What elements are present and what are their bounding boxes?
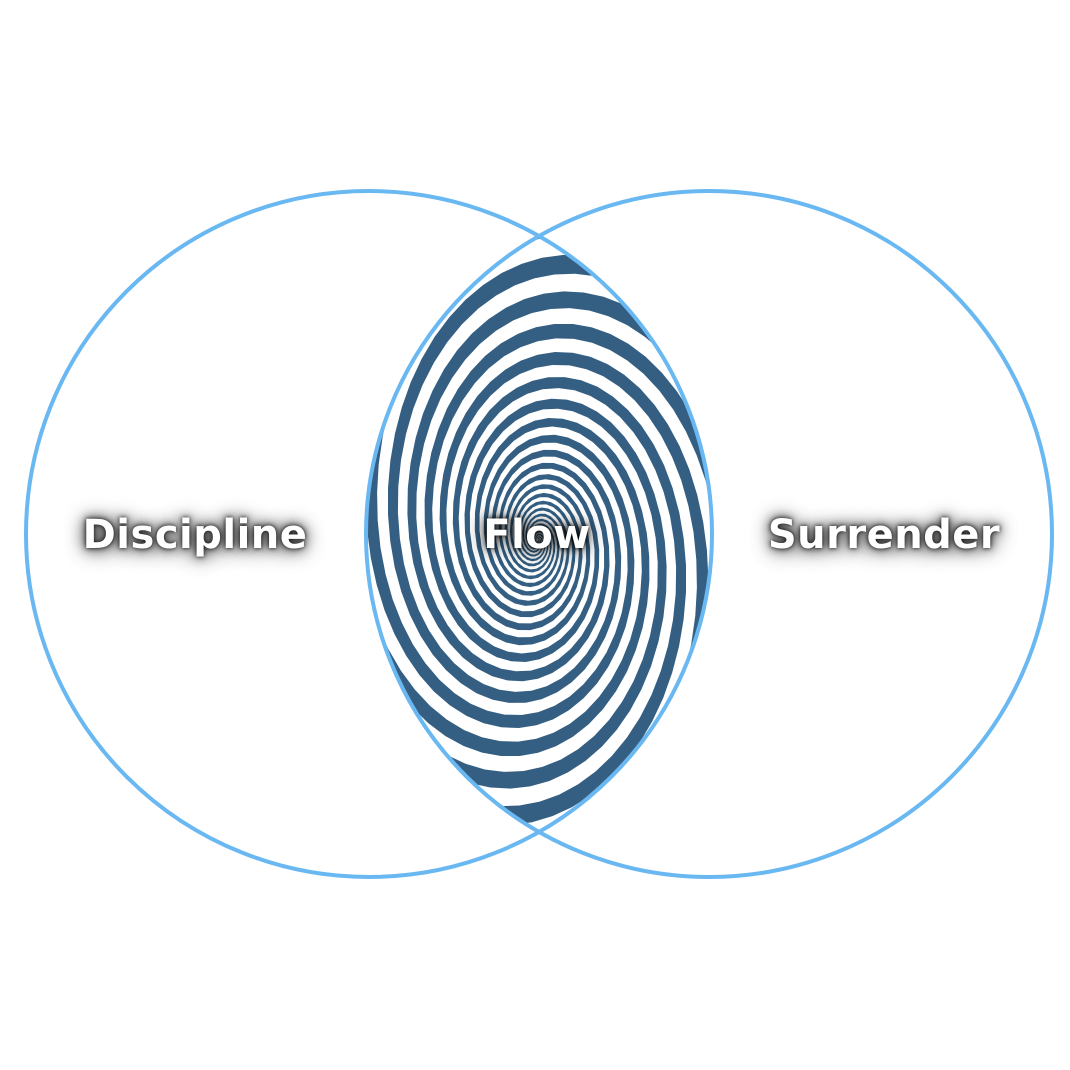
discipline-label: Discipline — [82, 512, 308, 558]
discipline-circle — [24, 189, 714, 879]
surrender-label: Surrender — [767, 512, 1001, 558]
surrender-circle — [364, 189, 1054, 879]
flow-label: Flow — [483, 512, 591, 558]
